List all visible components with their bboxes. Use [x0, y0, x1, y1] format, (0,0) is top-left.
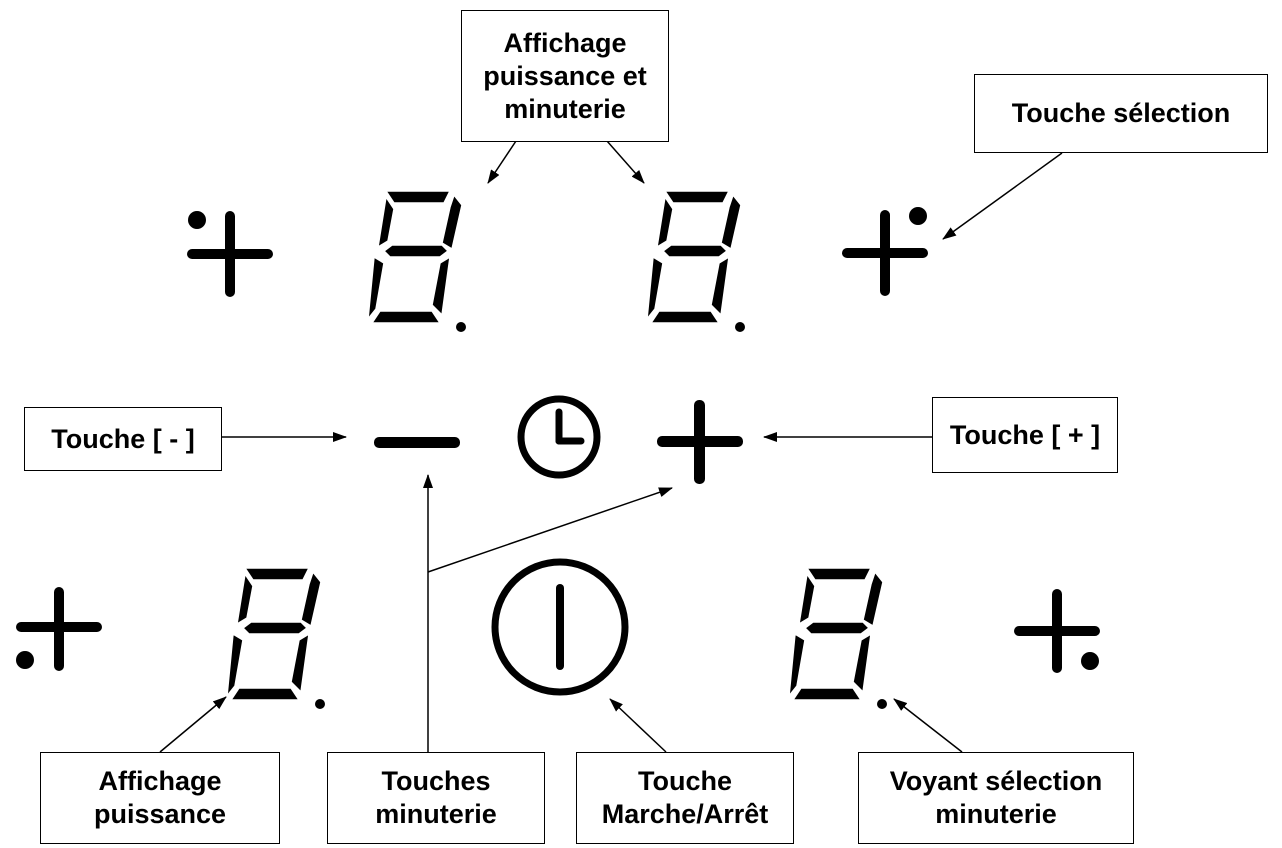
digit-segment-d: [229, 687, 301, 701]
callout-timer-indicator: Voyant sélection minuterie: [858, 752, 1134, 844]
digit-segment-a: [805, 567, 873, 581]
callout-power-display: Affichage puissance: [40, 752, 280, 844]
digit-segment-g: [661, 244, 729, 258]
callout-timer-keys: Touches minuterie: [327, 752, 545, 844]
digit-segment-a: [384, 190, 452, 204]
digit-segment-a: [243, 567, 311, 581]
bottom-right-power-display: [788, 567, 887, 709]
callout-plus-key: Touche [ + ]: [932, 397, 1118, 473]
digit-segment-e: [226, 632, 244, 699]
timer-minus-key[interactable]: [374, 437, 460, 448]
power-icon: [491, 558, 629, 696]
decimal-point-icon: [877, 699, 887, 709]
arrow-power-display: [159, 696, 227, 753]
arrow-on-off-key: [609, 698, 667, 753]
digit-segment-a: [663, 190, 731, 204]
bottom-right-select-key[interactable]: [1014, 589, 1100, 673]
plus-icon: [657, 400, 743, 484]
top-right-select-key[interactable]: [842, 207, 928, 296]
callout-on-off-key: Touche Marche/Arrêt: [576, 752, 794, 844]
digit-segment-b: [441, 193, 463, 251]
digit-segment-g: [382, 244, 450, 258]
arrow-display-right: [606, 140, 645, 184]
arrow-display-left: [487, 140, 517, 184]
digit-segment-f: [377, 194, 395, 249]
zone-dot-icon: [16, 651, 34, 669]
leader-lines: [159, 140, 1063, 753]
top-right-power-display: [646, 190, 745, 332]
top-left-power-display: [367, 190, 466, 332]
digit-segment-c: [290, 632, 310, 694]
clock-icon: [517, 395, 601, 479]
zone-dot-icon: [188, 211, 206, 229]
digit-segment-e: [788, 632, 806, 699]
zone-dot-icon: [909, 207, 927, 225]
on-off-key[interactable]: [491, 558, 629, 696]
digit-segment-f: [798, 571, 816, 626]
digit-segment-g: [241, 621, 309, 635]
digit-segment-c: [852, 632, 872, 694]
digit-segment-d: [791, 687, 863, 701]
digit-segment-e: [367, 255, 385, 322]
top-left-select-key[interactable]: [187, 211, 273, 297]
digit-segment-f: [236, 571, 254, 626]
timer-plus-key[interactable]: [657, 400, 743, 484]
bottom-left-select-key[interactable]: [16, 587, 102, 671]
bottom-left-power-display: [226, 567, 325, 709]
digit-segment-b: [862, 570, 884, 628]
callout-minus-key: Touche [ - ]: [24, 407, 222, 471]
zone-plus-icon: [1014, 589, 1100, 673]
digit-segment-d: [370, 310, 442, 324]
digit-segment-c: [710, 255, 730, 317]
arrow-timer-plus: [427, 487, 673, 573]
decimal-point-icon: [315, 699, 325, 709]
digit-segment-g: [803, 621, 871, 635]
decimal-point-icon: [456, 322, 466, 332]
zone-plus-icon: [16, 587, 102, 671]
digit-segment-d: [649, 310, 721, 324]
arrow-select-key: [942, 152, 1063, 240]
decimal-point-icon: [735, 322, 745, 332]
digit-segment-b: [300, 570, 322, 628]
zone-dot-icon: [1081, 652, 1099, 670]
digit-segment-b: [720, 193, 742, 251]
digit-segment-f: [656, 194, 674, 249]
digit-segment-c: [431, 255, 451, 317]
arrow-timer-indicator: [893, 698, 963, 753]
zone-plus-icon: [842, 210, 928, 296]
callout-select-key: Touche sélection: [974, 74, 1268, 153]
minus-icon: [374, 437, 460, 448]
digit-segment-e: [646, 255, 664, 322]
zone-plus-icon: [187, 211, 273, 297]
callout-power-timer-display: Affichage puissance et minuterie: [461, 10, 669, 142]
